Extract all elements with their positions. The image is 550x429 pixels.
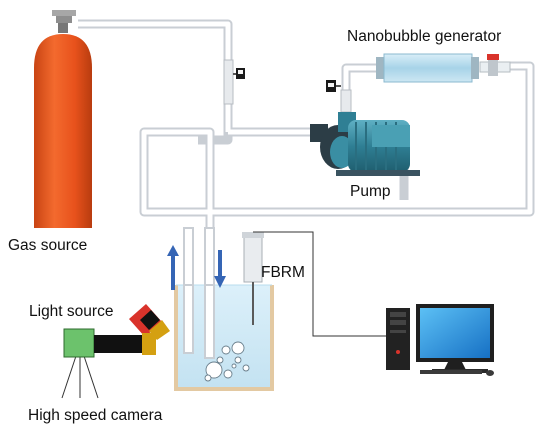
fbrm-probe: [242, 232, 264, 325]
flow-arrow-up: [167, 245, 179, 290]
pump: [310, 112, 420, 176]
computer-icon: [386, 304, 494, 376]
high-speed-camera: [61, 328, 156, 399]
gas-cylinder: [34, 10, 92, 228]
label-gas-source: Gas source: [8, 237, 87, 254]
label-pump: Pump: [350, 183, 391, 200]
fbrm-cable: [253, 231, 386, 337]
flow-arrow-down: [214, 250, 226, 288]
flowmeter-icon: [223, 59, 245, 105]
bubbles: [204, 341, 250, 382]
tank-pipes: [183, 284, 215, 359]
label-light-source: Light source: [29, 303, 113, 320]
valve-icon: [487, 54, 499, 76]
label-high-speed-camera: High speed camera: [28, 407, 163, 424]
label-fbrm: FBRM: [261, 264, 305, 281]
label-nanobubble-generator: Nanobubble generator: [347, 28, 501, 45]
